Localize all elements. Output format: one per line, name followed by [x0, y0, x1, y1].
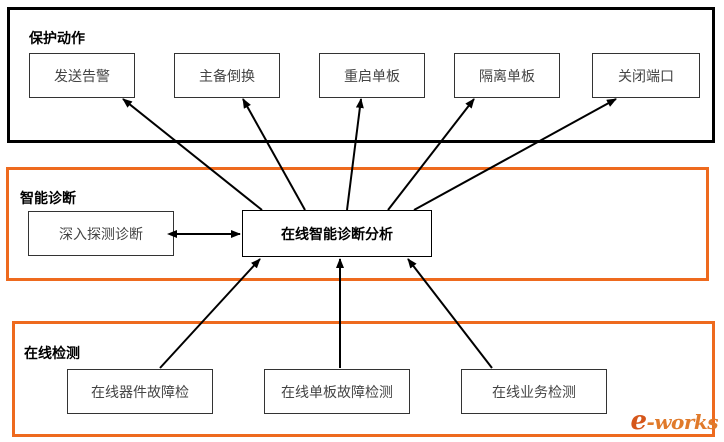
- check-board-fault: 在线单板故障检测: [264, 369, 410, 414]
- arrow-to-close-port: [413, 98, 617, 211]
- arrow-to-switchover: [242, 98, 306, 211]
- protect-section-title: 保护动作: [29, 31, 85, 47]
- action-send-alarm: 发送告警: [29, 53, 135, 98]
- deep-probe-box: 深入探测诊断: [28, 211, 174, 256]
- arrow-from-service-check: [407, 258, 493, 369]
- arrow-to-send-alarm: [122, 98, 263, 211]
- online-section-title: 在线检测: [24, 346, 80, 362]
- arrow-to-reboot-board: [346, 98, 364, 211]
- online-detection-frame: [12, 321, 715, 437]
- action-reboot-board: 重启单板: [319, 53, 425, 98]
- arrow-to-isolate-board: [387, 98, 475, 211]
- action-close-port: 关闭端口: [592, 53, 700, 98]
- diagnosis-section-title: 智能诊断: [20, 191, 76, 207]
- action-isolate-board: 隔离单板: [454, 53, 560, 98]
- eworks-watermark-logo: e-works: [630, 406, 718, 436]
- protect-actions-frame: [7, 7, 715, 143]
- core-diagnosis-box: 在线智能诊断分析: [242, 210, 432, 257]
- arrow-from-device-check: [159, 258, 261, 369]
- action-switchover: 主备倒换: [174, 53, 280, 98]
- check-service: 在线业务检测: [461, 369, 607, 414]
- check-device-fault: 在线器件故障检: [67, 369, 213, 414]
- smart-diagnosis-frame: [6, 167, 709, 281]
